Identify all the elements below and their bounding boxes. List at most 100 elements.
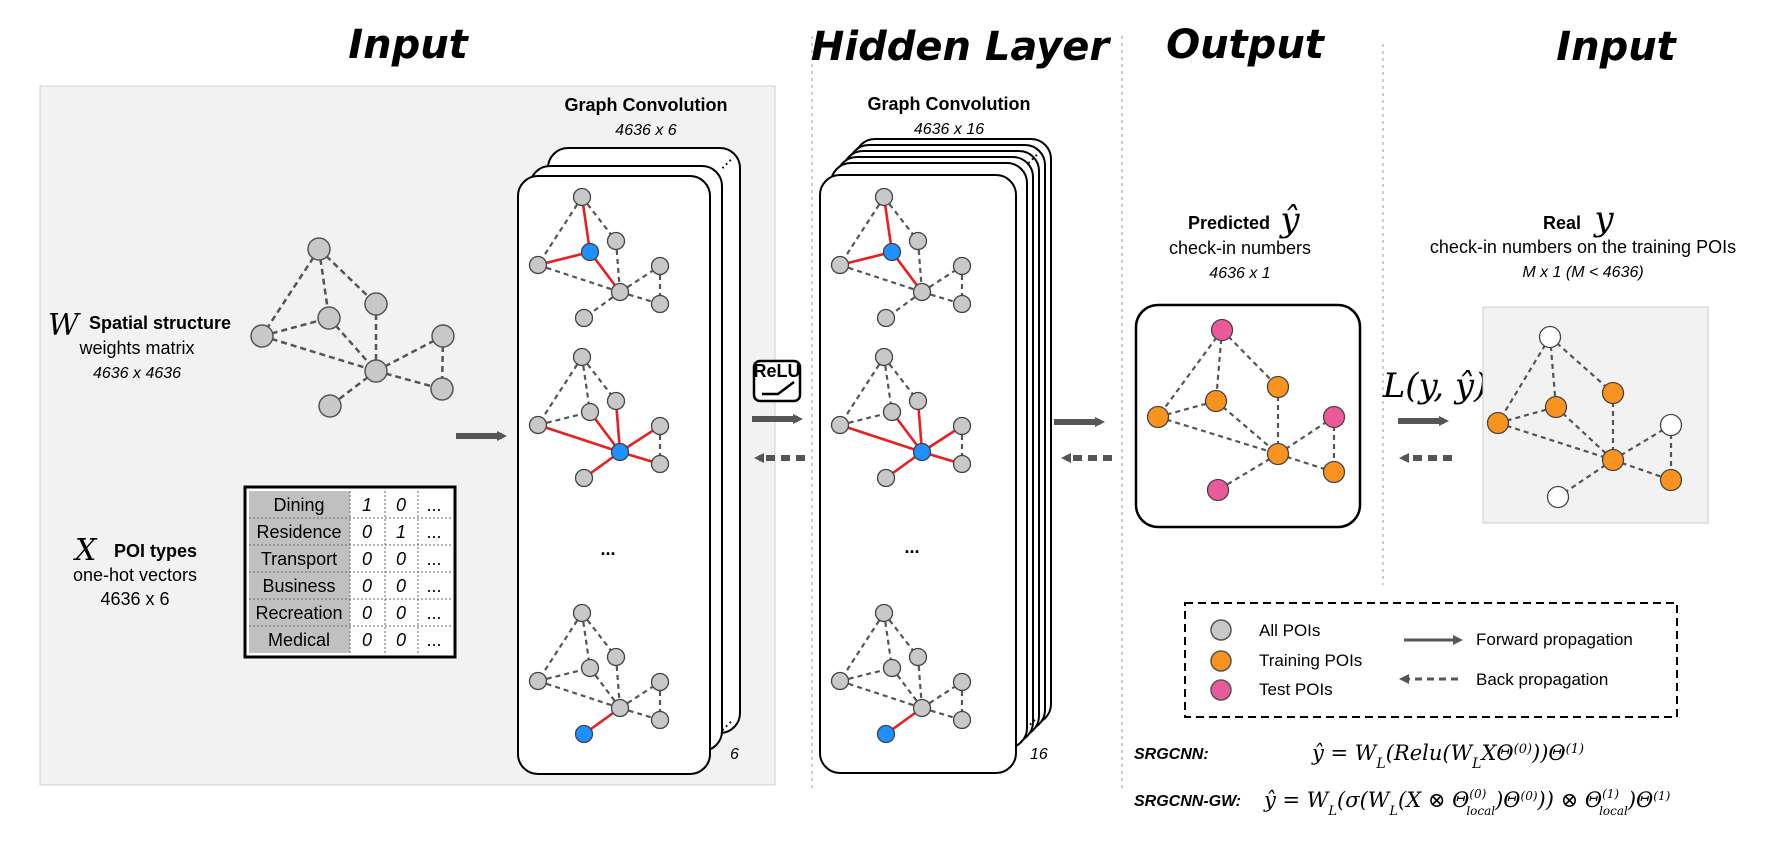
conv-edge <box>537 423 621 454</box>
gc1-title: Graph Convolution <box>565 95 728 115</box>
real-line2: check-in numbers on the training POIs <box>1430 237 1736 257</box>
graph-edge <box>883 196 919 242</box>
graph-edge <box>537 196 583 266</box>
graph-node <box>912 698 932 718</box>
graph-edge <box>1157 329 1223 418</box>
graph-edge <box>581 196 617 242</box>
graph-node <box>1210 318 1234 342</box>
gc1-ellipsis: ... <box>600 539 615 559</box>
graph-node <box>952 256 972 276</box>
gc1-dims: 4636 x 6 <box>615 122 676 139</box>
graph-node <box>650 672 670 692</box>
focus-node <box>574 724 594 744</box>
graph-edge <box>1277 416 1335 455</box>
poi-value-cell: 0 <box>396 630 406 650</box>
graph-node <box>650 416 670 436</box>
graph-node <box>1546 485 1570 509</box>
legend-training-marker <box>1210 650 1232 672</box>
graph-node <box>1538 325 1562 349</box>
poi-value-cell: 1 <box>396 522 406 542</box>
graph-node <box>882 658 902 678</box>
graph-node <box>952 672 972 692</box>
graph-edge <box>581 356 617 402</box>
graph-node <box>908 231 928 251</box>
srgcnn-gw-label: SRGCNN-GW: <box>1134 793 1241 810</box>
poi-value-cell: ... <box>426 630 441 650</box>
poi-value-cell: 0 <box>396 603 406 623</box>
header-input-left: Input <box>348 22 469 68</box>
graph-node <box>908 647 928 667</box>
poi-value-cell: 0 <box>362 522 372 542</box>
graph-edge <box>1157 415 1279 456</box>
srgcnn-gw-formula: ŷ = WL(σ(WL(X ⊗ Θ(0)local)Θ(0))) ⊗ Θ(1)l… <box>1263 787 1671 819</box>
graph-edge <box>1215 400 1279 455</box>
graph-node <box>650 454 670 474</box>
real-dims: M x 1 (M < 4636) <box>1522 264 1643 281</box>
graph-edge <box>580 356 592 413</box>
gc2-title: Graph Convolution <box>868 94 1031 114</box>
header-input-right: Input <box>1556 24 1677 70</box>
predicted-dims: 4636 x 1 <box>1209 265 1270 282</box>
graph-node <box>606 647 626 667</box>
poi-type-cell: Medical <box>268 630 330 650</box>
graph-node <box>908 391 928 411</box>
graph-node <box>874 187 894 207</box>
conv-edge <box>882 196 894 253</box>
poi-type-cell: Dining <box>273 495 324 515</box>
graph-node <box>874 603 894 623</box>
graph-node <box>952 294 972 314</box>
real-graph <box>1486 325 1683 509</box>
input-graph-nodes <box>250 237 455 418</box>
graph-edge <box>619 706 661 722</box>
graph-node <box>580 402 600 422</box>
poi-value-cell: 0 <box>396 495 406 515</box>
legend-test-label: Test POIs <box>1259 680 1333 699</box>
graph-node <box>1601 448 1625 472</box>
graph-edge <box>1214 329 1224 402</box>
graph-node <box>572 187 592 207</box>
graph-edge <box>921 706 963 722</box>
x-title: POI types <box>114 541 197 561</box>
graph-edge <box>1221 329 1279 388</box>
gc2-graphs <box>830 187 972 744</box>
legend-forward-label: Forward propagation <box>1476 630 1633 649</box>
gc1-graphs <box>528 187 670 744</box>
legend-all-label: All POIs <box>1259 621 1320 640</box>
real-symbol: y <box>1592 199 1614 239</box>
graph-node <box>952 416 972 436</box>
graph-node <box>528 415 548 435</box>
graph-edge <box>921 290 963 306</box>
poi-value-cell: ... <box>426 603 441 623</box>
predicted-line2: check-in numbers <box>1169 238 1311 258</box>
graph-node <box>882 402 902 422</box>
graph-edge <box>619 290 661 306</box>
graph-node <box>874 347 894 367</box>
output-graph <box>1146 318 1346 502</box>
poi-type-cell: Transport <box>261 549 337 569</box>
graph-node <box>606 231 626 251</box>
poi-value-cell: ... <box>426 576 441 596</box>
graph-node <box>1544 395 1568 419</box>
graph-edge <box>883 356 919 402</box>
poi-value-cell: 0 <box>362 549 372 569</box>
graph-edge <box>580 612 592 669</box>
graph-node <box>1659 413 1683 437</box>
graph-edge <box>839 196 885 266</box>
poi-value-cell: 0 <box>396 576 406 596</box>
gc1-stack <box>517 147 741 775</box>
poi-value-cell: ... <box>426 522 441 542</box>
header-output: Output <box>1166 22 1326 68</box>
w-symbol: W <box>48 308 81 343</box>
graph-node <box>830 415 850 435</box>
gc2-dims: 4636 x 16 <box>914 121 984 138</box>
relu-icon: ReLU <box>752 359 802 403</box>
graph-node <box>1266 375 1290 399</box>
focus-node <box>610 442 630 462</box>
gc1-count: 6 <box>730 746 739 763</box>
poi-type-cell: Recreation <box>255 603 342 623</box>
gc2-count: 16 <box>1030 746 1048 763</box>
graph-node <box>610 282 630 302</box>
graph-node <box>830 671 850 691</box>
